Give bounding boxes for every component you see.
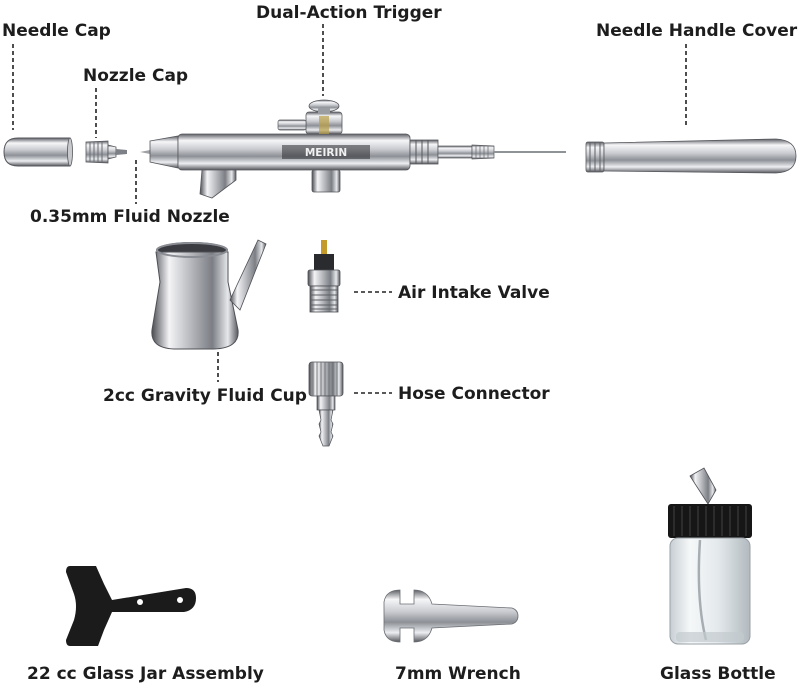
gravity-cup-part <box>151 239 267 350</box>
label-fluid-nozzle: 0.35mm Fluid Nozzle <box>30 207 230 227</box>
glass-bottle-part <box>668 467 752 645</box>
hose-connector-part <box>308 361 344 447</box>
leader-lines <box>12 24 687 394</box>
label-needle-handle-cover: Needle Handle Cover <box>596 21 798 41</box>
brand-mark: MEIRIN <box>305 147 347 159</box>
label-gravity-cup: 2cc Gravity Fluid Cup <box>103 386 307 406</box>
label-dual-action-trigger: Dual-Action Trigger <box>256 3 442 23</box>
label-nozzle-cap: Nozzle Cap <box>83 66 188 86</box>
glass-jar-assembly-part <box>66 566 196 646</box>
label-glass-bottle: Glass Bottle <box>660 664 776 684</box>
needle-cap-part <box>3 137 73 167</box>
label-wrench: 7mm Wrench <box>395 664 521 684</box>
air-intake-valve-part <box>307 240 341 313</box>
label-hose-connector: Hose Connector <box>398 384 550 404</box>
label-needle-cap: Needle Cap <box>2 21 111 41</box>
label-air-intake-valve: Air Intake Valve <box>398 283 550 303</box>
wrench-part <box>383 589 519 643</box>
nozzle-cap-part <box>85 140 127 164</box>
label-glass-jar-assembly: 22 cc Glass Jar Assembly <box>27 664 264 684</box>
needle-handle-cover-part <box>585 138 797 174</box>
airbrush-body-part: MEIRIN <box>140 99 566 199</box>
